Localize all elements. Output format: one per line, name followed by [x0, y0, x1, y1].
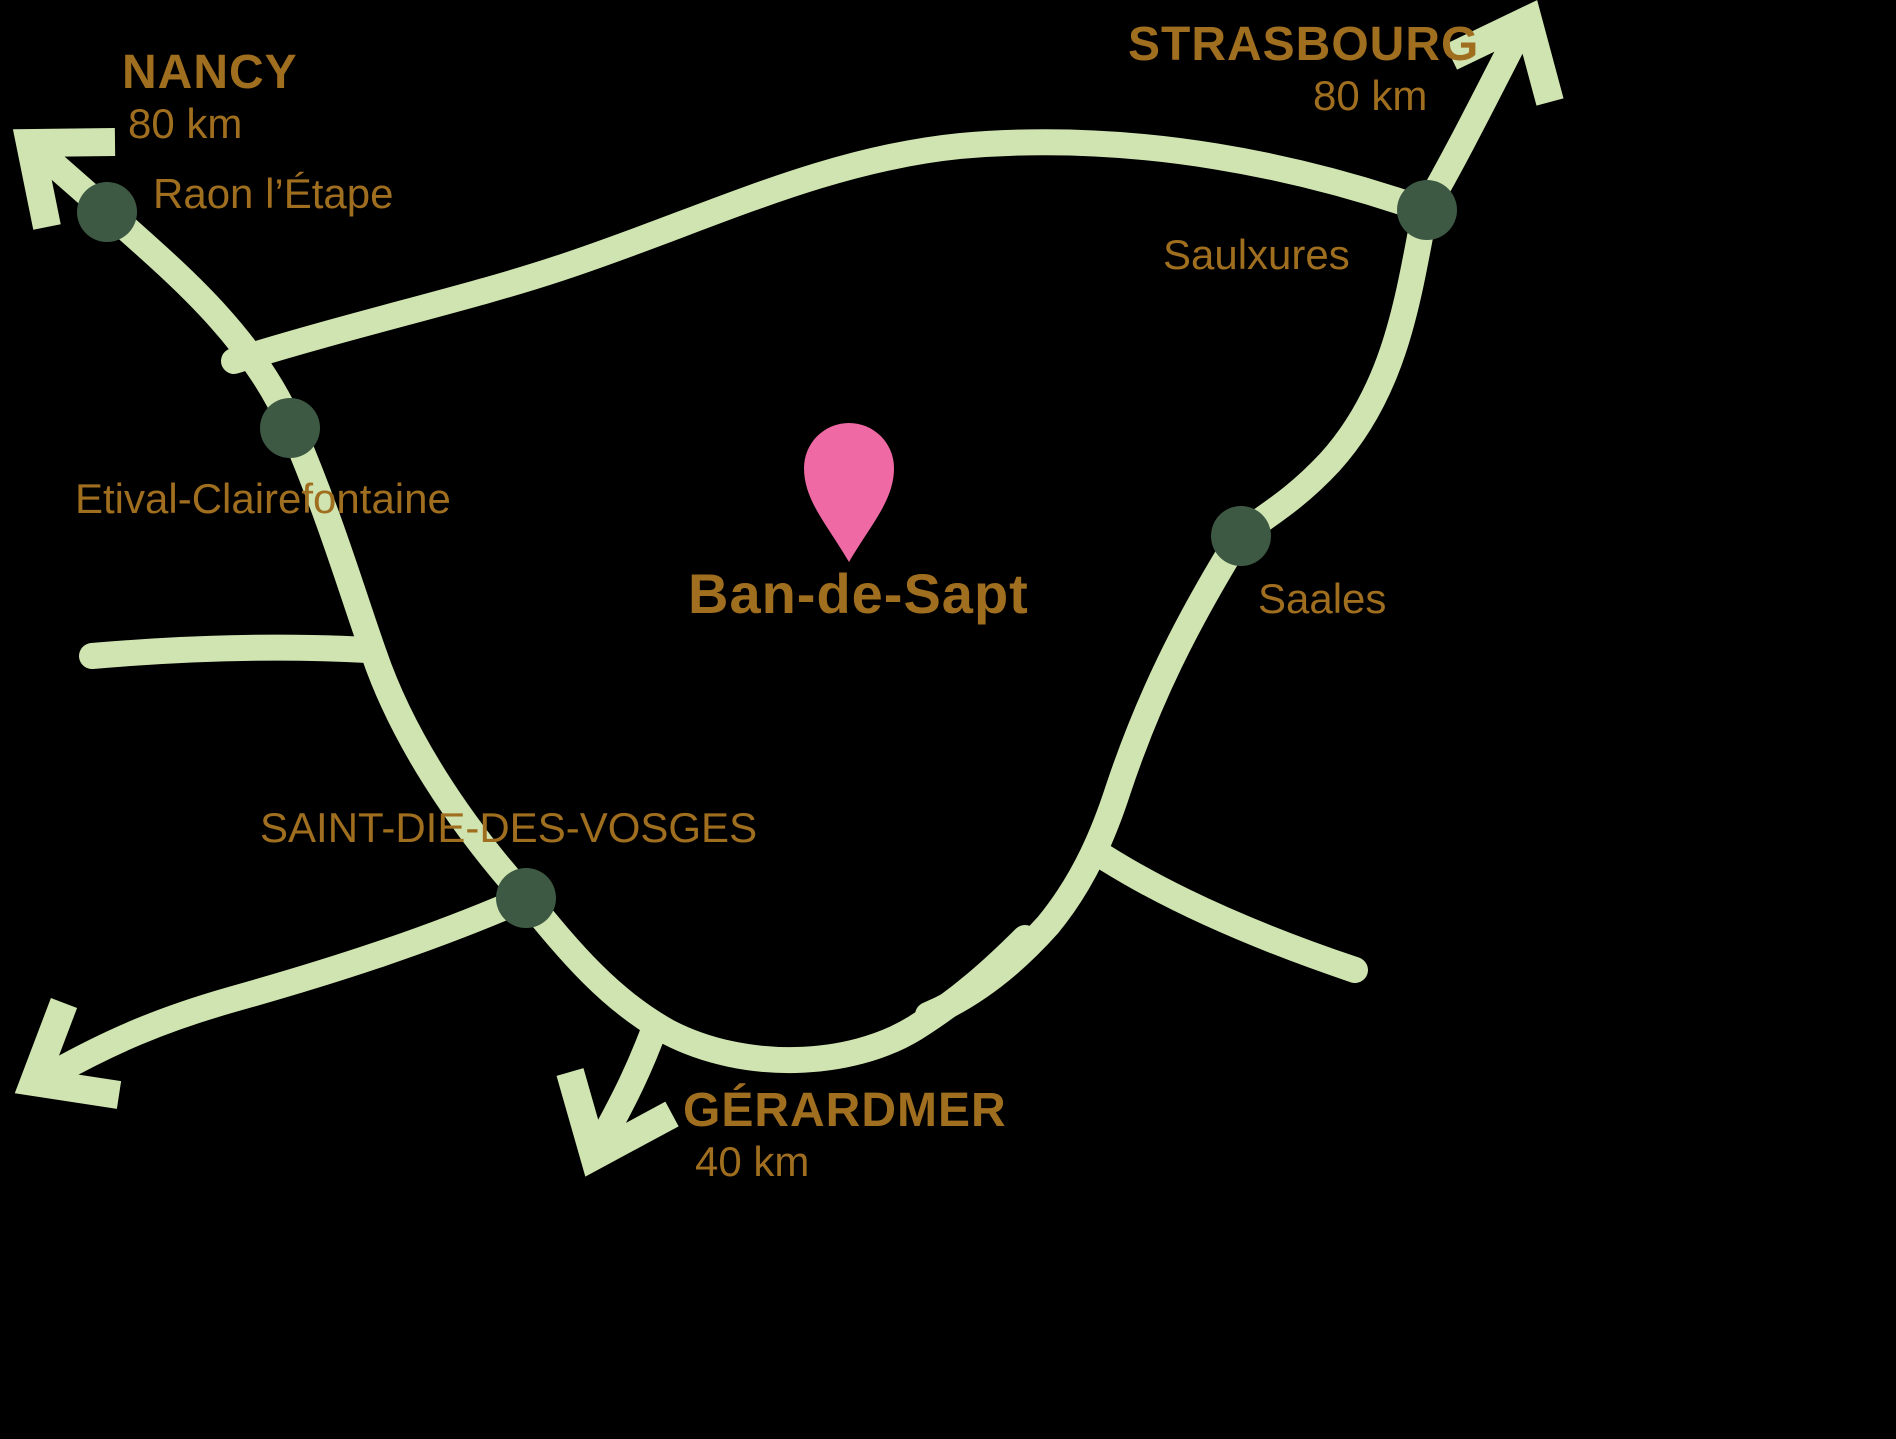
distance-label-strasbourg: 80 km [1313, 72, 1428, 119]
town-dot-saales [1211, 506, 1271, 566]
road-saales [915, 197, 1438, 1028]
road-bottom [513, 885, 1038, 1074]
road-bottom-left [43, 885, 539, 1085]
destination-label-nancy: NANCY [122, 46, 298, 99]
arrow-heads [12, 0, 1564, 1177]
town-label-raon: Raon l’Étape [153, 170, 394, 217]
town-label-saulxures: Saulxures [1163, 231, 1350, 278]
road-gerardmer [589, 1014, 668, 1153]
town-dot-saulxures [1397, 180, 1457, 240]
town-dot-raon [77, 182, 137, 242]
arrow-bottom-left-icon [14, 998, 122, 1109]
arrow-gerardmer-icon [556, 1068, 679, 1177]
road-top-east [221, 129, 1438, 374]
destination-label-strasbourg: STRASBOURG [1128, 18, 1480, 71]
town-label-saales: Saales [1258, 575, 1387, 622]
road-saales-branch [1083, 839, 1368, 983]
town-dot-saint-die [496, 868, 556, 928]
road-left-stub [79, 634, 381, 669]
town-dots [77, 180, 1457, 928]
location-pin-icon [804, 423, 894, 562]
town-label-saint-die: SAINT-DIE-DES-VOSGES [260, 804, 758, 851]
town-label-etival: Etival-Clairefontaine [75, 475, 451, 522]
distance-label-nancy: 80 km [128, 100, 243, 147]
highlight-label-ban-de-sapt: Ban-de-Sapt [688, 562, 1029, 625]
town-dot-etival [260, 398, 320, 458]
arrow-nancy-icon [12, 128, 116, 230]
arrow-strasbourg-icon [1444, 0, 1564, 106]
road-nancy [21, 134, 539, 911]
distance-label-gerardmer: 40 km [695, 1138, 810, 1185]
destination-label-gerardmer: GÉRARDMER [683, 1084, 1007, 1137]
roads [21, 21, 1531, 1153]
